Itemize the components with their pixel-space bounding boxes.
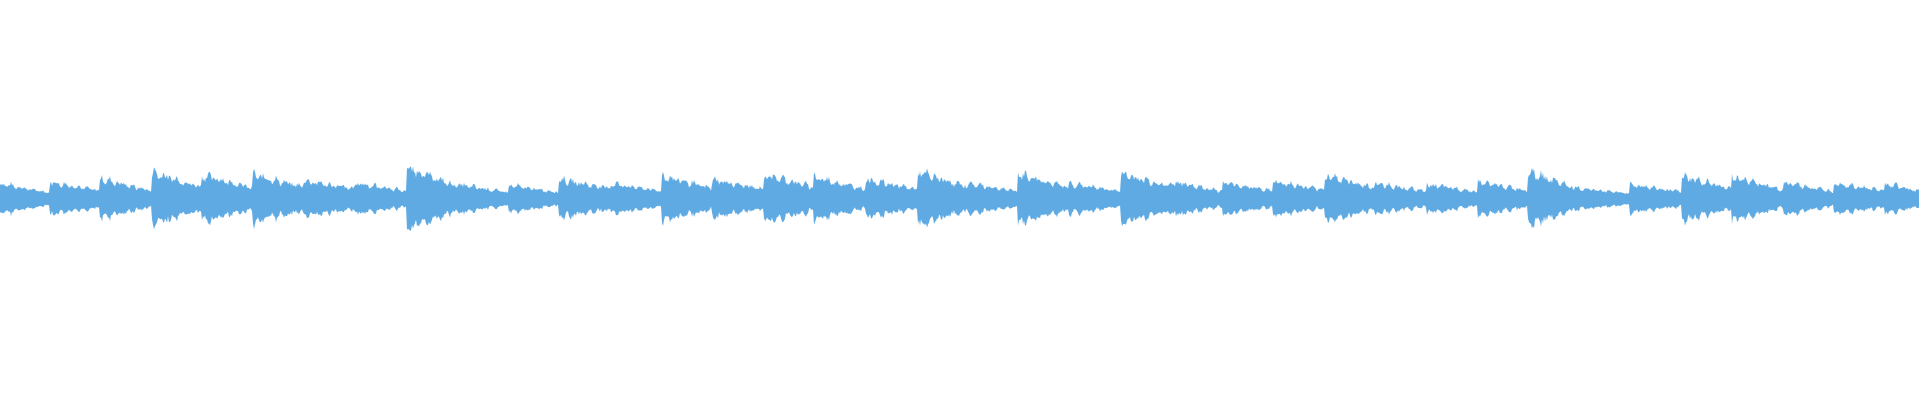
waveform-envelope — [0, 166, 1919, 231]
